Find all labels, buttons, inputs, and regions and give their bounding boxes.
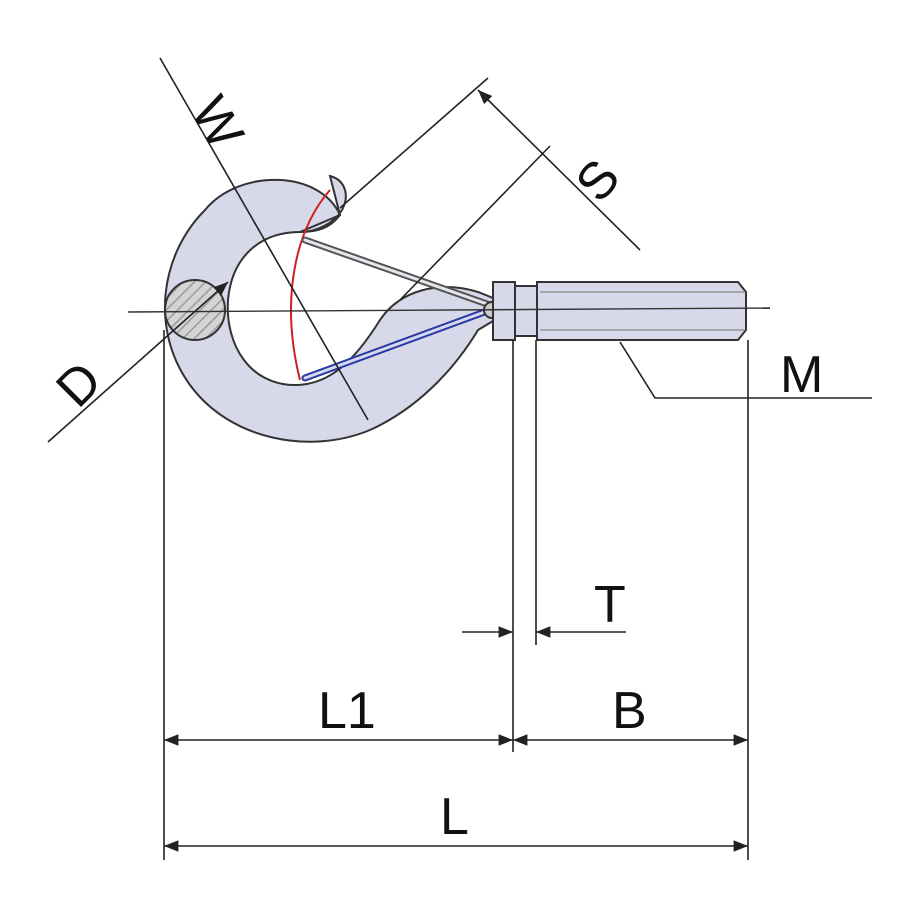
- label-t: T: [594, 576, 626, 634]
- label-d: D: [45, 351, 113, 419]
- hook-tip: [299, 174, 347, 233]
- s-dimension-line: [477, 89, 641, 251]
- label-l: L: [440, 788, 469, 846]
- latch-lower-inner: [303, 308, 492, 380]
- threaded-bolt: [536, 281, 747, 341]
- label-s: S: [565, 149, 632, 213]
- label-m: M: [780, 346, 823, 404]
- latch-upper-inner: [303, 238, 492, 307]
- label-l1: L1: [318, 682, 376, 740]
- throat-arc: [290, 189, 331, 381]
- s-extension-1: [339, 77, 489, 209]
- s-extension-2: [399, 145, 551, 301]
- neck: [514, 285, 538, 337]
- d-dimension-line: [47, 281, 229, 443]
- m-leader: [619, 341, 872, 399]
- hook-body: [164, 178, 499, 443]
- label-w: W: [180, 87, 255, 159]
- w-dimension-line: [159, 57, 369, 421]
- collar: [492, 281, 516, 341]
- centerline: [127, 307, 771, 313]
- label-b: B: [612, 682, 647, 740]
